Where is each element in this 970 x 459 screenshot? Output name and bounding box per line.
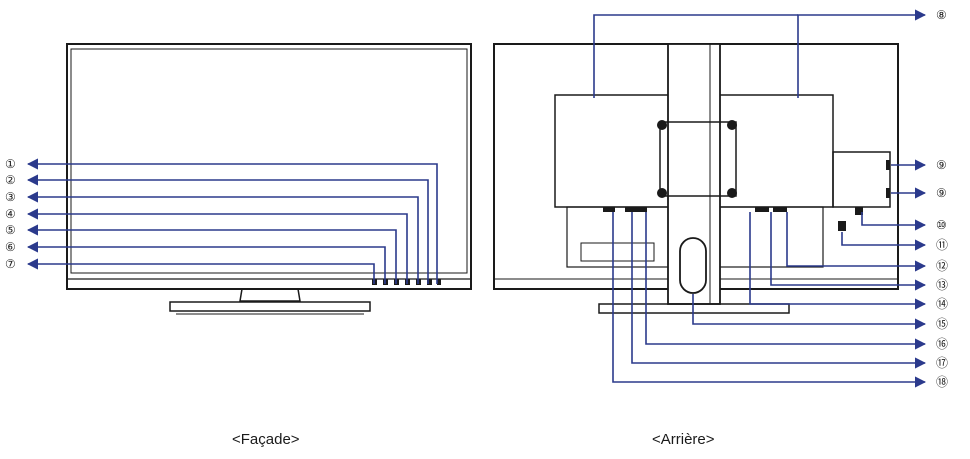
vesa-screws	[657, 120, 737, 198]
leader-6	[26, 241, 386, 284]
rear-callout-lines	[593, 9, 927, 388]
front-stand-neck	[239, 288, 301, 302]
callout-17: ⑰	[936, 356, 948, 370]
rear-label-plate	[580, 242, 655, 262]
front-monitor	[66, 43, 472, 315]
leader-14	[749, 212, 927, 310]
callout-8: ⑧	[936, 8, 947, 22]
leader-1	[26, 158, 438, 284]
vesa-screw-br	[727, 188, 737, 198]
front-outer-frame	[66, 43, 472, 290]
callout-7: ⑦	[5, 257, 16, 271]
callout-9a: ⑨	[936, 158, 947, 172]
leader-17	[631, 212, 927, 369]
button-2	[427, 279, 432, 285]
callout-15: ⑮	[936, 317, 948, 331]
callout-5: ⑤	[5, 223, 16, 237]
leader-8b	[797, 9, 927, 98]
side-port-block	[832, 151, 891, 208]
callout-11: ⑪	[936, 238, 948, 252]
vesa-screw-tr	[727, 120, 737, 130]
rear-callout-numbers: ⑧ ⑨ ⑨ ⑩ ⑪ ⑫ ⑬ ⑭ ⑮ ⑯ ⑰ ⑱	[936, 8, 948, 389]
front-screen	[70, 48, 468, 274]
leader-10	[861, 212, 927, 231]
front-callout-numbers: ① ② ③ ④ ⑤ ⑥ ⑦	[5, 157, 16, 271]
leader-13	[770, 212, 927, 291]
callout-12: ⑫	[936, 259, 948, 273]
callout-4: ④	[5, 207, 16, 221]
rear-stand-base	[598, 303, 790, 314]
port-9a	[886, 160, 890, 170]
vesa-screw-tl	[657, 120, 667, 130]
port-13-12	[773, 207, 787, 212]
power-led	[437, 279, 441, 285]
leader-15	[692, 294, 927, 330]
leader-7	[26, 258, 375, 284]
callout-3: ③	[5, 190, 16, 204]
leader-11	[841, 232, 927, 251]
callout-1: ①	[5, 157, 16, 171]
callout-14: ⑭	[936, 297, 948, 311]
kensington-slot	[838, 221, 846, 231]
callout-2: ②	[5, 173, 16, 187]
leader-3	[26, 191, 419, 284]
leader-5	[26, 224, 397, 284]
leader-2	[26, 174, 429, 284]
rear-monitor	[493, 43, 899, 314]
leader-12	[786, 212, 927, 272]
callout-10: ⑩	[936, 218, 947, 232]
port-18	[603, 207, 615, 212]
port-9b	[886, 188, 890, 198]
callout-9b: ⑨	[936, 186, 947, 200]
leader-18	[612, 212, 927, 388]
vesa-plate	[659, 121, 737, 197]
leader-4	[26, 208, 408, 284]
rear-view-caption: <Arrière>	[652, 431, 715, 448]
callout-18: ⑱	[936, 375, 948, 389]
port-17-16	[625, 207, 647, 212]
port-14	[755, 207, 769, 212]
callout-16: ⑯	[936, 337, 948, 351]
front-callout-lines	[26, 158, 438, 284]
leader-8a	[593, 14, 798, 98]
front-stand-base	[169, 301, 371, 312]
rear-ports	[603, 160, 890, 231]
callout-6: ⑥	[5, 240, 16, 254]
front-view-caption: <Façade>	[232, 431, 300, 448]
cable-clip	[679, 237, 707, 294]
callout-13: ⑬	[936, 278, 948, 292]
leader-16	[645, 212, 927, 350]
vesa-screw-bl	[657, 188, 667, 198]
port-10	[855, 207, 863, 215]
